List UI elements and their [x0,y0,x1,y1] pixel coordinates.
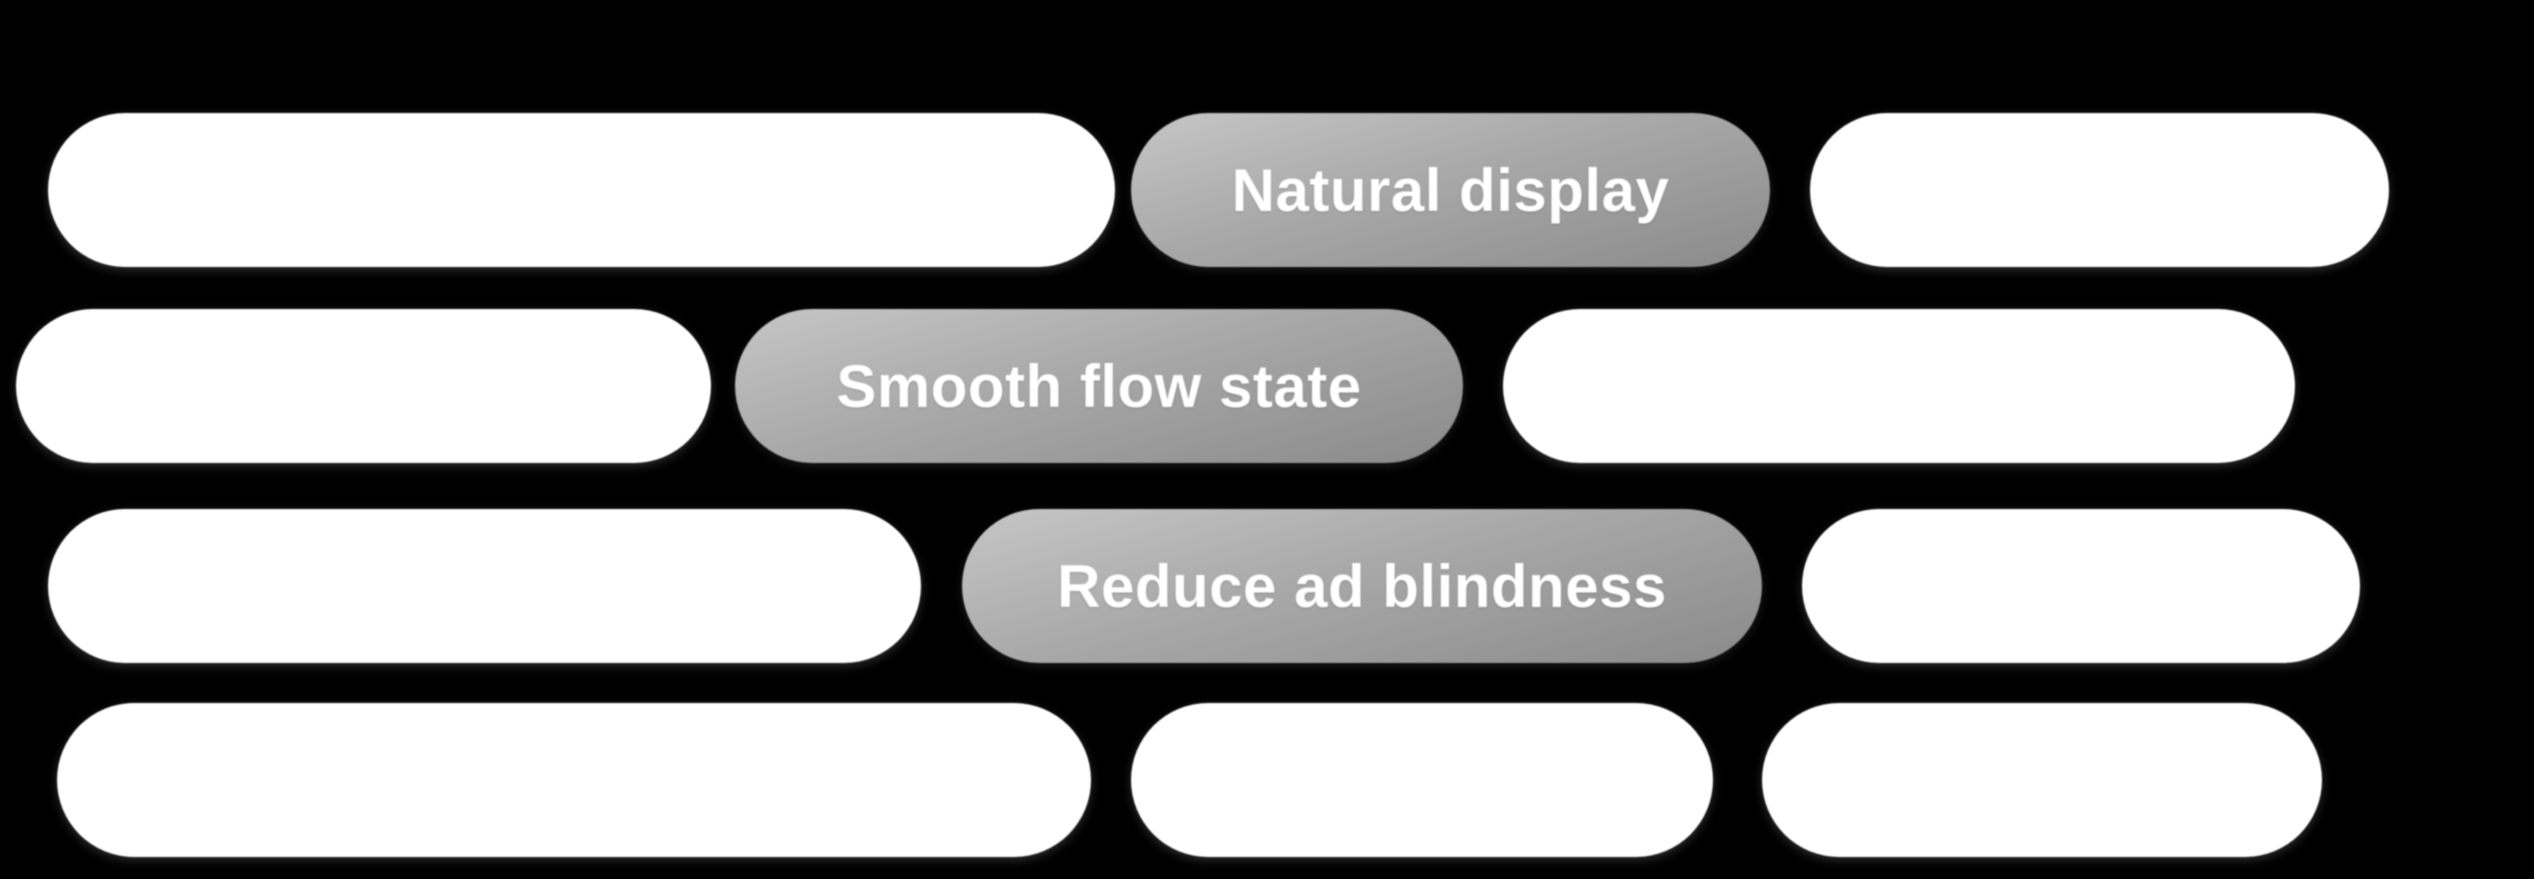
pill-blank [1802,509,2360,663]
pill-smooth-flow-state: Smooth flow state [735,309,1463,463]
pill-blank [1131,703,1713,857]
pill-blank [1503,309,2295,463]
pill-blank [48,509,921,663]
pill-reduce-ad-blindness: Reduce ad blindness [962,509,1762,663]
pill-label-natural-display: Natural display [1231,156,1670,224]
pill-blank [16,309,711,463]
pill-label-reduce-ad-blindness: Reduce ad blindness [1057,552,1667,620]
pill-blank [1810,113,2389,267]
pill-blank [1762,703,2322,857]
pill-blank [48,113,1115,267]
pill-natural-display: Natural display [1131,113,1770,267]
pill-blank [57,703,1091,857]
pill-label-smooth-flow-state: Smooth flow state [836,352,1362,420]
